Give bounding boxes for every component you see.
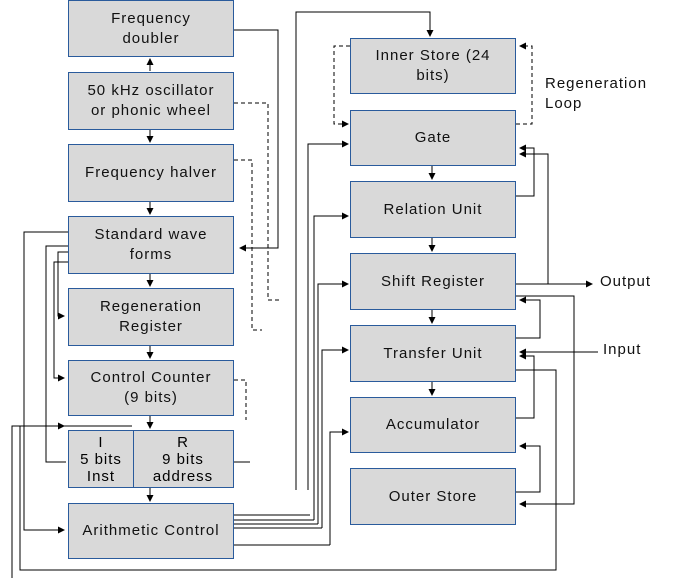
- frequency-halver-label: Frequency halver: [85, 164, 217, 181]
- outer-store-label: Outer Store: [388, 487, 478, 505]
- accumulator-block: Accumulator: [350, 397, 516, 453]
- gate-block: Gate: [350, 110, 516, 166]
- output-label: Output: [600, 273, 652, 290]
- shift-register-block: Shift Register: [350, 253, 516, 310]
- shift-register-label: Shift Register: [380, 272, 486, 290]
- frequency-doubler-block: Frequency doubler: [68, 0, 234, 57]
- instruction-field-line-3: Inst: [86, 467, 116, 485]
- instruction-field-line-2: 5 bits: [80, 450, 122, 468]
- regeneration-loop-label: Regeneration Loop: [545, 74, 647, 114]
- frequency-doubler-line-1: Frequency: [111, 9, 191, 27]
- relation-unit-block: Relation Unit: [350, 181, 516, 238]
- input-label: Input: [603, 341, 642, 358]
- arithmetic-control-label: Arithmetic Control: [82, 522, 220, 539]
- control-counter-block: Control Counter (9 bits): [68, 360, 234, 416]
- instruction-register-block: I 5 bits Inst R 9 bits address: [68, 430, 234, 488]
- instruction-field-line-1: I: [98, 433, 104, 451]
- address-field-line-2: 9 bits: [162, 450, 204, 468]
- gate-label: Gate: [414, 129, 452, 146]
- arithmetic-control-block: Arithmetic Control: [68, 503, 234, 559]
- standard-wave-forms-line-2: forms: [129, 246, 173, 263]
- outer-store-block: Outer Store: [350, 468, 516, 525]
- regeneration-register-block: Regeneration Register: [68, 288, 234, 346]
- regeneration-loop-line-1: Regeneration: [545, 75, 648, 92]
- inner-store-line-1: Inner Store (24: [375, 47, 491, 64]
- oscillator-line-2: or phonic wheel: [90, 102, 212, 119]
- instruction-field: I 5 bits Inst: [69, 431, 134, 487]
- regeneration-loop-line-2: Loop: [545, 95, 583, 112]
- control-counter-line-2: (9 bits): [124, 389, 178, 406]
- address-field-line-3: address: [152, 467, 214, 485]
- standard-wave-forms-line-1: Standard wave: [94, 226, 208, 243]
- relation-unit-label: Relation Unit: [383, 200, 483, 218]
- regeneration-register-line-1: Regeneration: [99, 298, 203, 315]
- accumulator-label: Accumulator: [385, 416, 481, 433]
- frequency-halver-block: Frequency halver: [68, 144, 234, 202]
- inner-store-block: Inner Store (24 bits): [350, 38, 516, 94]
- frequency-doubler-line-2: doubler: [122, 29, 180, 47]
- control-counter-line-1: Control Counter: [90, 369, 212, 386]
- transfer-unit-block: Transfer Unit: [350, 325, 516, 382]
- transfer-unit-label: Transfer Unit: [383, 344, 483, 362]
- regeneration-register-line-2: Register: [119, 318, 183, 335]
- standard-wave-forms-block: Standard wave forms: [68, 216, 234, 274]
- oscillator-line-1: 50 kHz oscillator: [87, 82, 215, 99]
- oscillator-block: 50 kHz oscillator or phonic wheel: [68, 72, 234, 130]
- inner-store-line-2: bits): [416, 67, 450, 84]
- address-field-line-1: R: [177, 433, 189, 451]
- address-field: R 9 bits address: [133, 431, 233, 487]
